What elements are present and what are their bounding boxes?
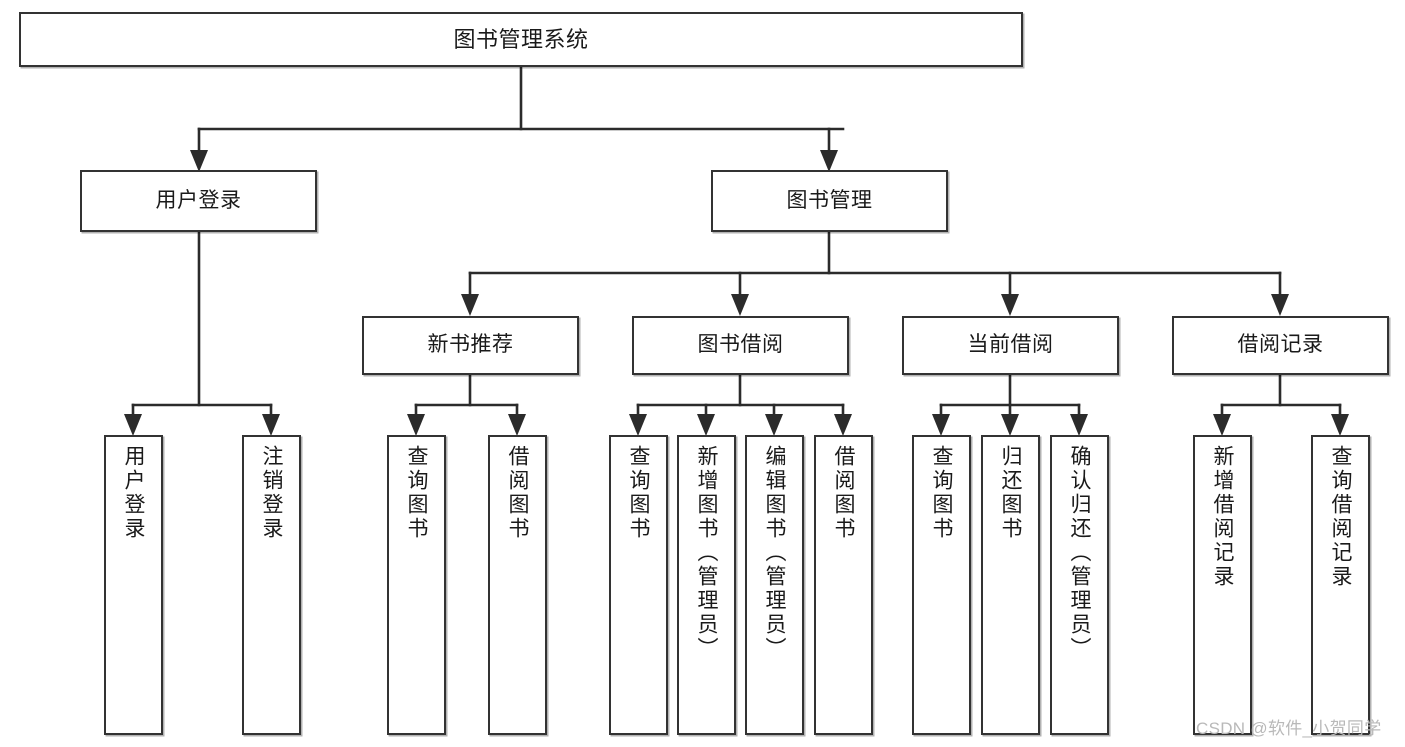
node-leaf-logout-label: 注销登录 [260, 445, 283, 541]
node-leaf-return-book-label: 归还图书 [999, 445, 1022, 541]
node-leaf-query-book-3-label: 查询图书 [930, 445, 953, 541]
node-leaf-borrow-book-2[interactable]: 借阅图书 [814, 435, 873, 735]
node-current-borrow-label: 当前借阅 [967, 333, 1054, 357]
node-leaf-user-login-label: 用户登录 [122, 445, 145, 541]
node-new-book-recommend-label: 新书推荐 [427, 333, 514, 357]
node-current-borrow[interactable]: 当前借阅 [902, 316, 1119, 375]
node-leaf-add-record[interactable]: 新增借阅记录 [1193, 435, 1252, 735]
node-leaf-query-book-2-label: 查询图书 [627, 445, 650, 541]
node-leaf-edit-book-label: 编辑图书（管理员） [763, 445, 786, 661]
node-new-book-recommend[interactable]: 新书推荐 [362, 316, 579, 375]
node-user-login-label: 用户登录 [155, 188, 242, 212]
node-leaf-borrow-book-2-label: 借阅图书 [832, 445, 855, 541]
node-leaf-logout[interactable]: 注销登录 [242, 435, 301, 735]
node-root-label: 图书管理系统 [453, 26, 589, 52]
node-leaf-add-book-label: 新增图书（管理员） [695, 445, 718, 661]
node-leaf-user-login[interactable]: 用户登录 [104, 435, 163, 735]
node-leaf-query-record[interactable]: 查询借阅记录 [1311, 435, 1370, 735]
node-leaf-edit-book[interactable]: 编辑图书（管理员） [745, 435, 804, 735]
node-leaf-confirm-return-label: 确认归还（管理员） [1068, 445, 1091, 661]
node-leaf-add-book[interactable]: 新增图书（管理员） [677, 435, 736, 735]
node-leaf-confirm-return[interactable]: 确认归还（管理员） [1050, 435, 1109, 735]
node-leaf-add-record-label: 新增借阅记录 [1211, 445, 1234, 589]
node-leaf-query-record-label: 查询借阅记录 [1329, 445, 1352, 589]
node-book-borrow[interactable]: 图书借阅 [632, 316, 849, 375]
node-leaf-query-book-3[interactable]: 查询图书 [912, 435, 971, 735]
node-borrow-record-label: 借阅记录 [1237, 333, 1324, 357]
node-leaf-query-book-1-label: 查询图书 [405, 445, 428, 541]
node-user-login[interactable]: 用户登录 [80, 170, 317, 232]
node-leaf-borrow-book-1-label: 借阅图书 [506, 445, 529, 541]
node-leaf-return-book[interactable]: 归还图书 [981, 435, 1040, 735]
node-root-system[interactable]: 图书管理系统 [19, 12, 1023, 67]
node-leaf-query-book-1[interactable]: 查询图书 [387, 435, 446, 735]
node-book-manage[interactable]: 图书管理 [711, 170, 948, 232]
node-leaf-query-book-2[interactable]: 查询图书 [609, 435, 668, 735]
node-leaf-borrow-book-1[interactable]: 借阅图书 [488, 435, 547, 735]
node-borrow-record[interactable]: 借阅记录 [1172, 316, 1389, 375]
watermark-credit: CSDN @软件_小贺同学 [1196, 719, 1382, 738]
node-book-borrow-label: 图书借阅 [697, 333, 784, 357]
node-book-manage-label: 图书管理 [786, 188, 873, 212]
